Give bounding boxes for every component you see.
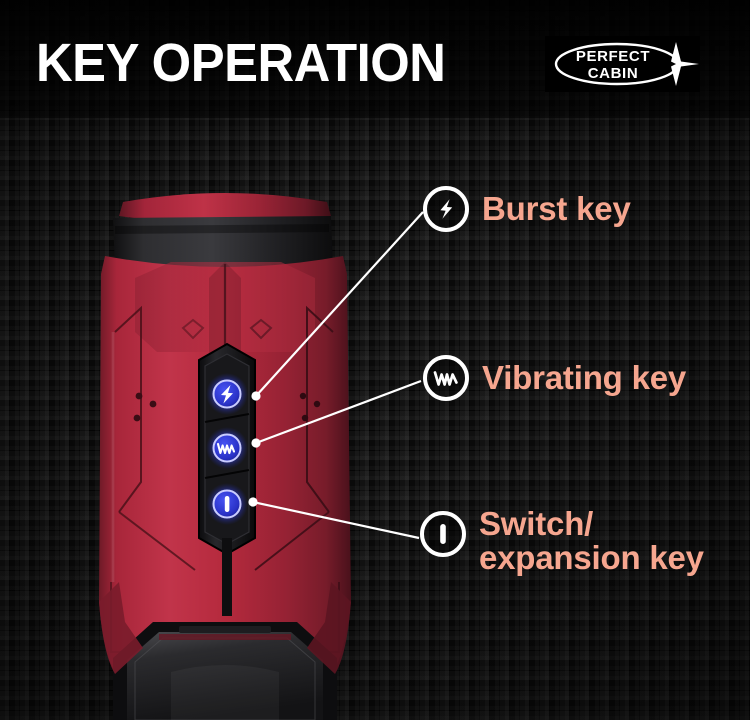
product-base-window [127,632,323,720]
four-point-star-icon [671,42,699,86]
strip-divider-1 [204,413,250,423]
switch-key-icon-badge [420,511,466,557]
base-red-glow-line [159,634,291,640]
body-highlight-strip [111,332,115,582]
vibration-wave-icon [433,371,458,386]
burst-key-icon-badge [423,186,469,232]
lightning-bolt-icon [440,199,453,219]
vibration-wave-icon [216,442,236,455]
diamond-emboss-left [181,318,205,340]
callout-switch-key: Switch/ expansion key [420,505,704,577]
body-lower-left-cheek [99,582,143,674]
power-switch-icon [440,524,446,544]
power-switch-icon [224,496,230,512]
product-button-vibrating[interactable] [206,427,248,469]
product-button-switch[interactable] [206,483,248,525]
vent-dots-left [133,392,157,422]
control-strip-stem [222,538,232,616]
panel-line-left-lower [118,511,196,571]
vibrating-key-icon-badge [423,355,469,401]
brand-logo: PERFECT CABIN [545,36,700,92]
body-lower-right-cheek [307,582,351,674]
brand-line2: CABIN [588,65,639,82]
strip-divider-2 [204,469,250,479]
callout-burst-key: Burst key [423,186,631,232]
page-title: KEY OPERATION [36,33,446,93]
callout-vibrating-key: Vibrating key [423,355,686,401]
callout-label-vibrating: Vibrating key [482,358,687,396]
callout-label-switch: Switch/ expansion key [479,505,704,577]
base-reflection [171,665,279,720]
callout-label-burst: Burst key [482,189,631,227]
base-slot [179,626,271,633]
product-image [75,182,375,720]
brand-line1: PERFECT [576,48,650,65]
lightning-bolt-icon [221,385,233,404]
product-button-burst[interactable] [206,373,248,415]
